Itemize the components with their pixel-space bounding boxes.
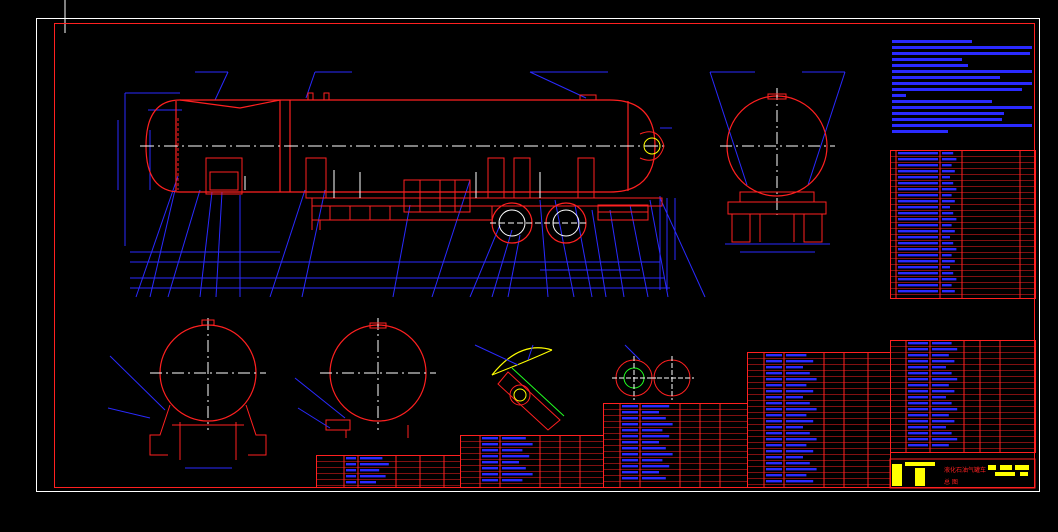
chassis-frame <box>305 157 663 230</box>
parts-list-tables <box>316 150 1036 488</box>
manhole-detail <box>474 344 565 431</box>
outer-sheet-frame <box>36 18 1040 492</box>
side-view <box>117 71 706 298</box>
rear-end-view <box>709 71 846 253</box>
cross-section-front <box>107 318 267 469</box>
cross-section-rear <box>294 318 436 438</box>
parts-table <box>316 455 461 488</box>
tank-body <box>145 99 656 193</box>
drawing-subtitle: 总 图 <box>944 478 958 486</box>
support-posts <box>244 170 541 198</box>
title-block: 液化石油气罐车 总 图 <box>889 458 1036 489</box>
axle-wheels <box>490 202 588 244</box>
top-nozzles <box>307 92 597 101</box>
technical-notes-block <box>892 40 1032 133</box>
valve-box <box>177 118 243 195</box>
parts-table <box>890 150 1036 299</box>
drawing-title: 液化石油气罐车 <box>944 466 986 474</box>
parts-table <box>890 340 1036 453</box>
rear-manhole-fitting <box>639 131 665 161</box>
flange-detail <box>612 344 694 400</box>
